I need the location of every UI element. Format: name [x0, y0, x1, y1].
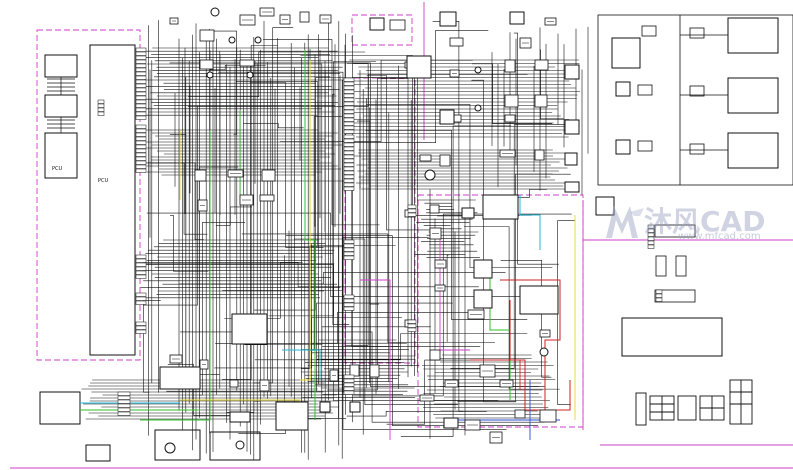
- fixed-components: [159, 11, 580, 431]
- connector-blocks: [97, 47, 663, 426]
- pcu-label-right: PCU: [98, 178, 109, 184]
- right-modules: [595, 17, 779, 357]
- pcu-label-left: PCU: [52, 166, 63, 172]
- right-connectors: [637, 25, 705, 303]
- colored-wires: [80, 50, 576, 440]
- bottom-right-grids: [635, 379, 753, 426]
- circle-components: [164, 7, 549, 454]
- wire-harness: [81, 20, 589, 460]
- left-modules: [39, 44, 261, 462]
- left-module-ribs: [47, 77, 75, 133]
- magenta-solid-lines: [10, 2, 793, 469]
- component-blocks: [169, 7, 557, 444]
- right-module-frame: [597, 14, 793, 186]
